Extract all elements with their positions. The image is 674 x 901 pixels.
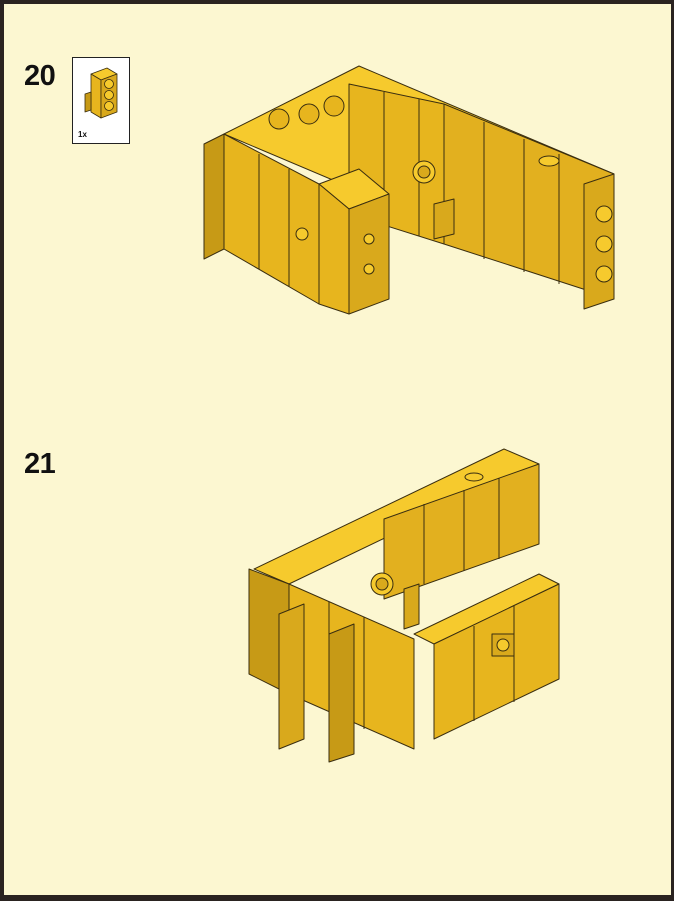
step-number-21: 21	[24, 448, 55, 481]
step-number-20: 20	[24, 60, 55, 93]
assembly-illustration-step-21	[234, 434, 574, 764]
assembly-illustration-step-20	[184, 44, 634, 324]
instruction-page: 20 1x	[4, 4, 674, 895]
parts-callout: 1x	[72, 57, 130, 144]
part-quantity: 1x	[78, 130, 87, 139]
brick-1x2x3-studs-side-icon	[79, 64, 123, 126]
